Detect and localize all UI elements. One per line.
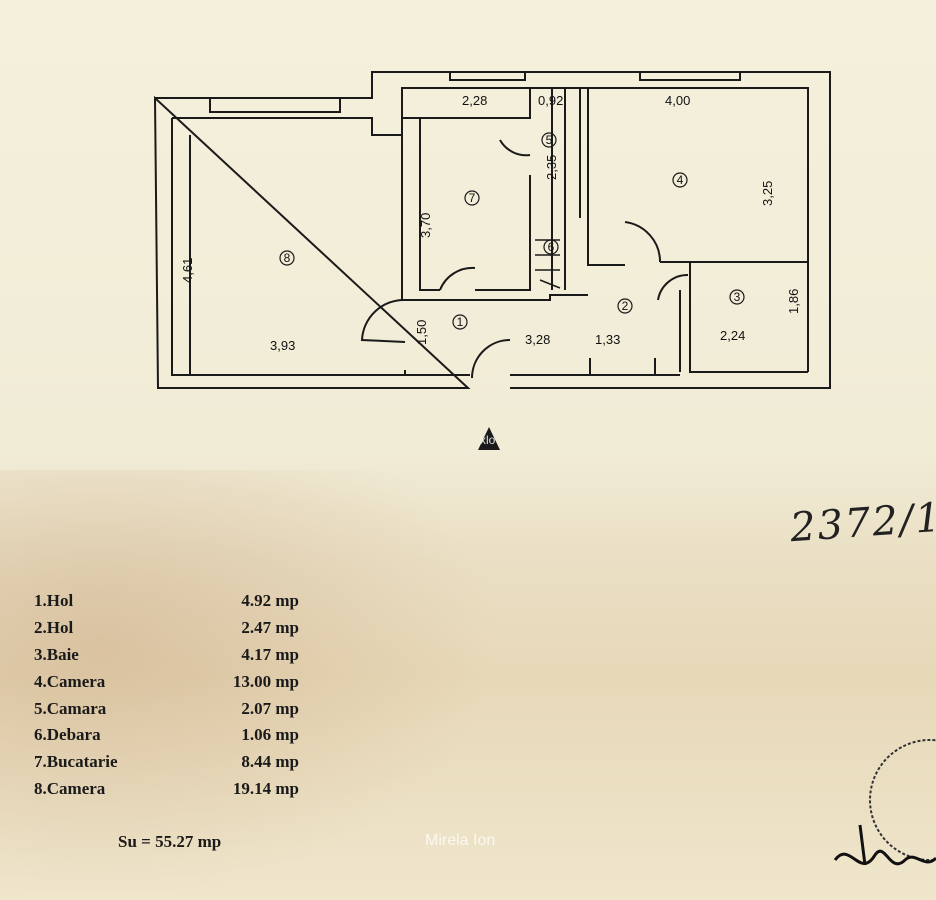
dimension-3-25: 3,25 bbox=[760, 181, 775, 206]
handwritten-number: 2372/1 bbox=[788, 494, 936, 552]
room-number-5: 5 bbox=[546, 133, 553, 147]
room-number-3: 3 bbox=[734, 290, 741, 304]
dimension-2-24: 2,24 bbox=[720, 328, 745, 343]
watermark-small: xlo bbox=[480, 433, 496, 447]
total-area: Su = 55.27 mp bbox=[118, 832, 222, 851]
room-number-4: 4 bbox=[677, 173, 684, 187]
watermark: Mirela Ion bbox=[425, 832, 496, 849]
room-number-7: 7 bbox=[469, 191, 476, 205]
floor-plan: 1 2 3 4 5 6 7 8 2,28 0,92 4,00 3,93 3,28… bbox=[153, 71, 831, 450]
dimension-4-61: 4,61 bbox=[180, 258, 195, 283]
stamp-and-signature bbox=[833, 739, 936, 866]
room-number-8: 8 bbox=[284, 251, 291, 265]
room-number-6: 6 bbox=[548, 240, 555, 254]
paper-stain bbox=[0, 470, 500, 900]
north-arrow-icon bbox=[478, 427, 500, 450]
room-number-2: 2 bbox=[622, 299, 629, 313]
dimension-3-93: 3,93 bbox=[270, 338, 295, 353]
dimension-0-92: 0,92 bbox=[538, 93, 563, 108]
dimension-1-50: 1,50 bbox=[414, 320, 429, 345]
dimension-1-86: 1,86 bbox=[786, 289, 801, 314]
dimension-3-70: 3,70 bbox=[418, 213, 433, 238]
dimension-2-35: 2,35 bbox=[544, 155, 559, 180]
dimension-3-28: 3,28 bbox=[525, 332, 550, 347]
room-number-1: 1 bbox=[457, 315, 464, 329]
dimension-1-33: 1,33 bbox=[595, 332, 620, 347]
dimension-4-00: 4,00 bbox=[665, 93, 690, 108]
dimension-2-28: 2,28 bbox=[462, 93, 487, 108]
outer-wall bbox=[153, 71, 831, 389]
